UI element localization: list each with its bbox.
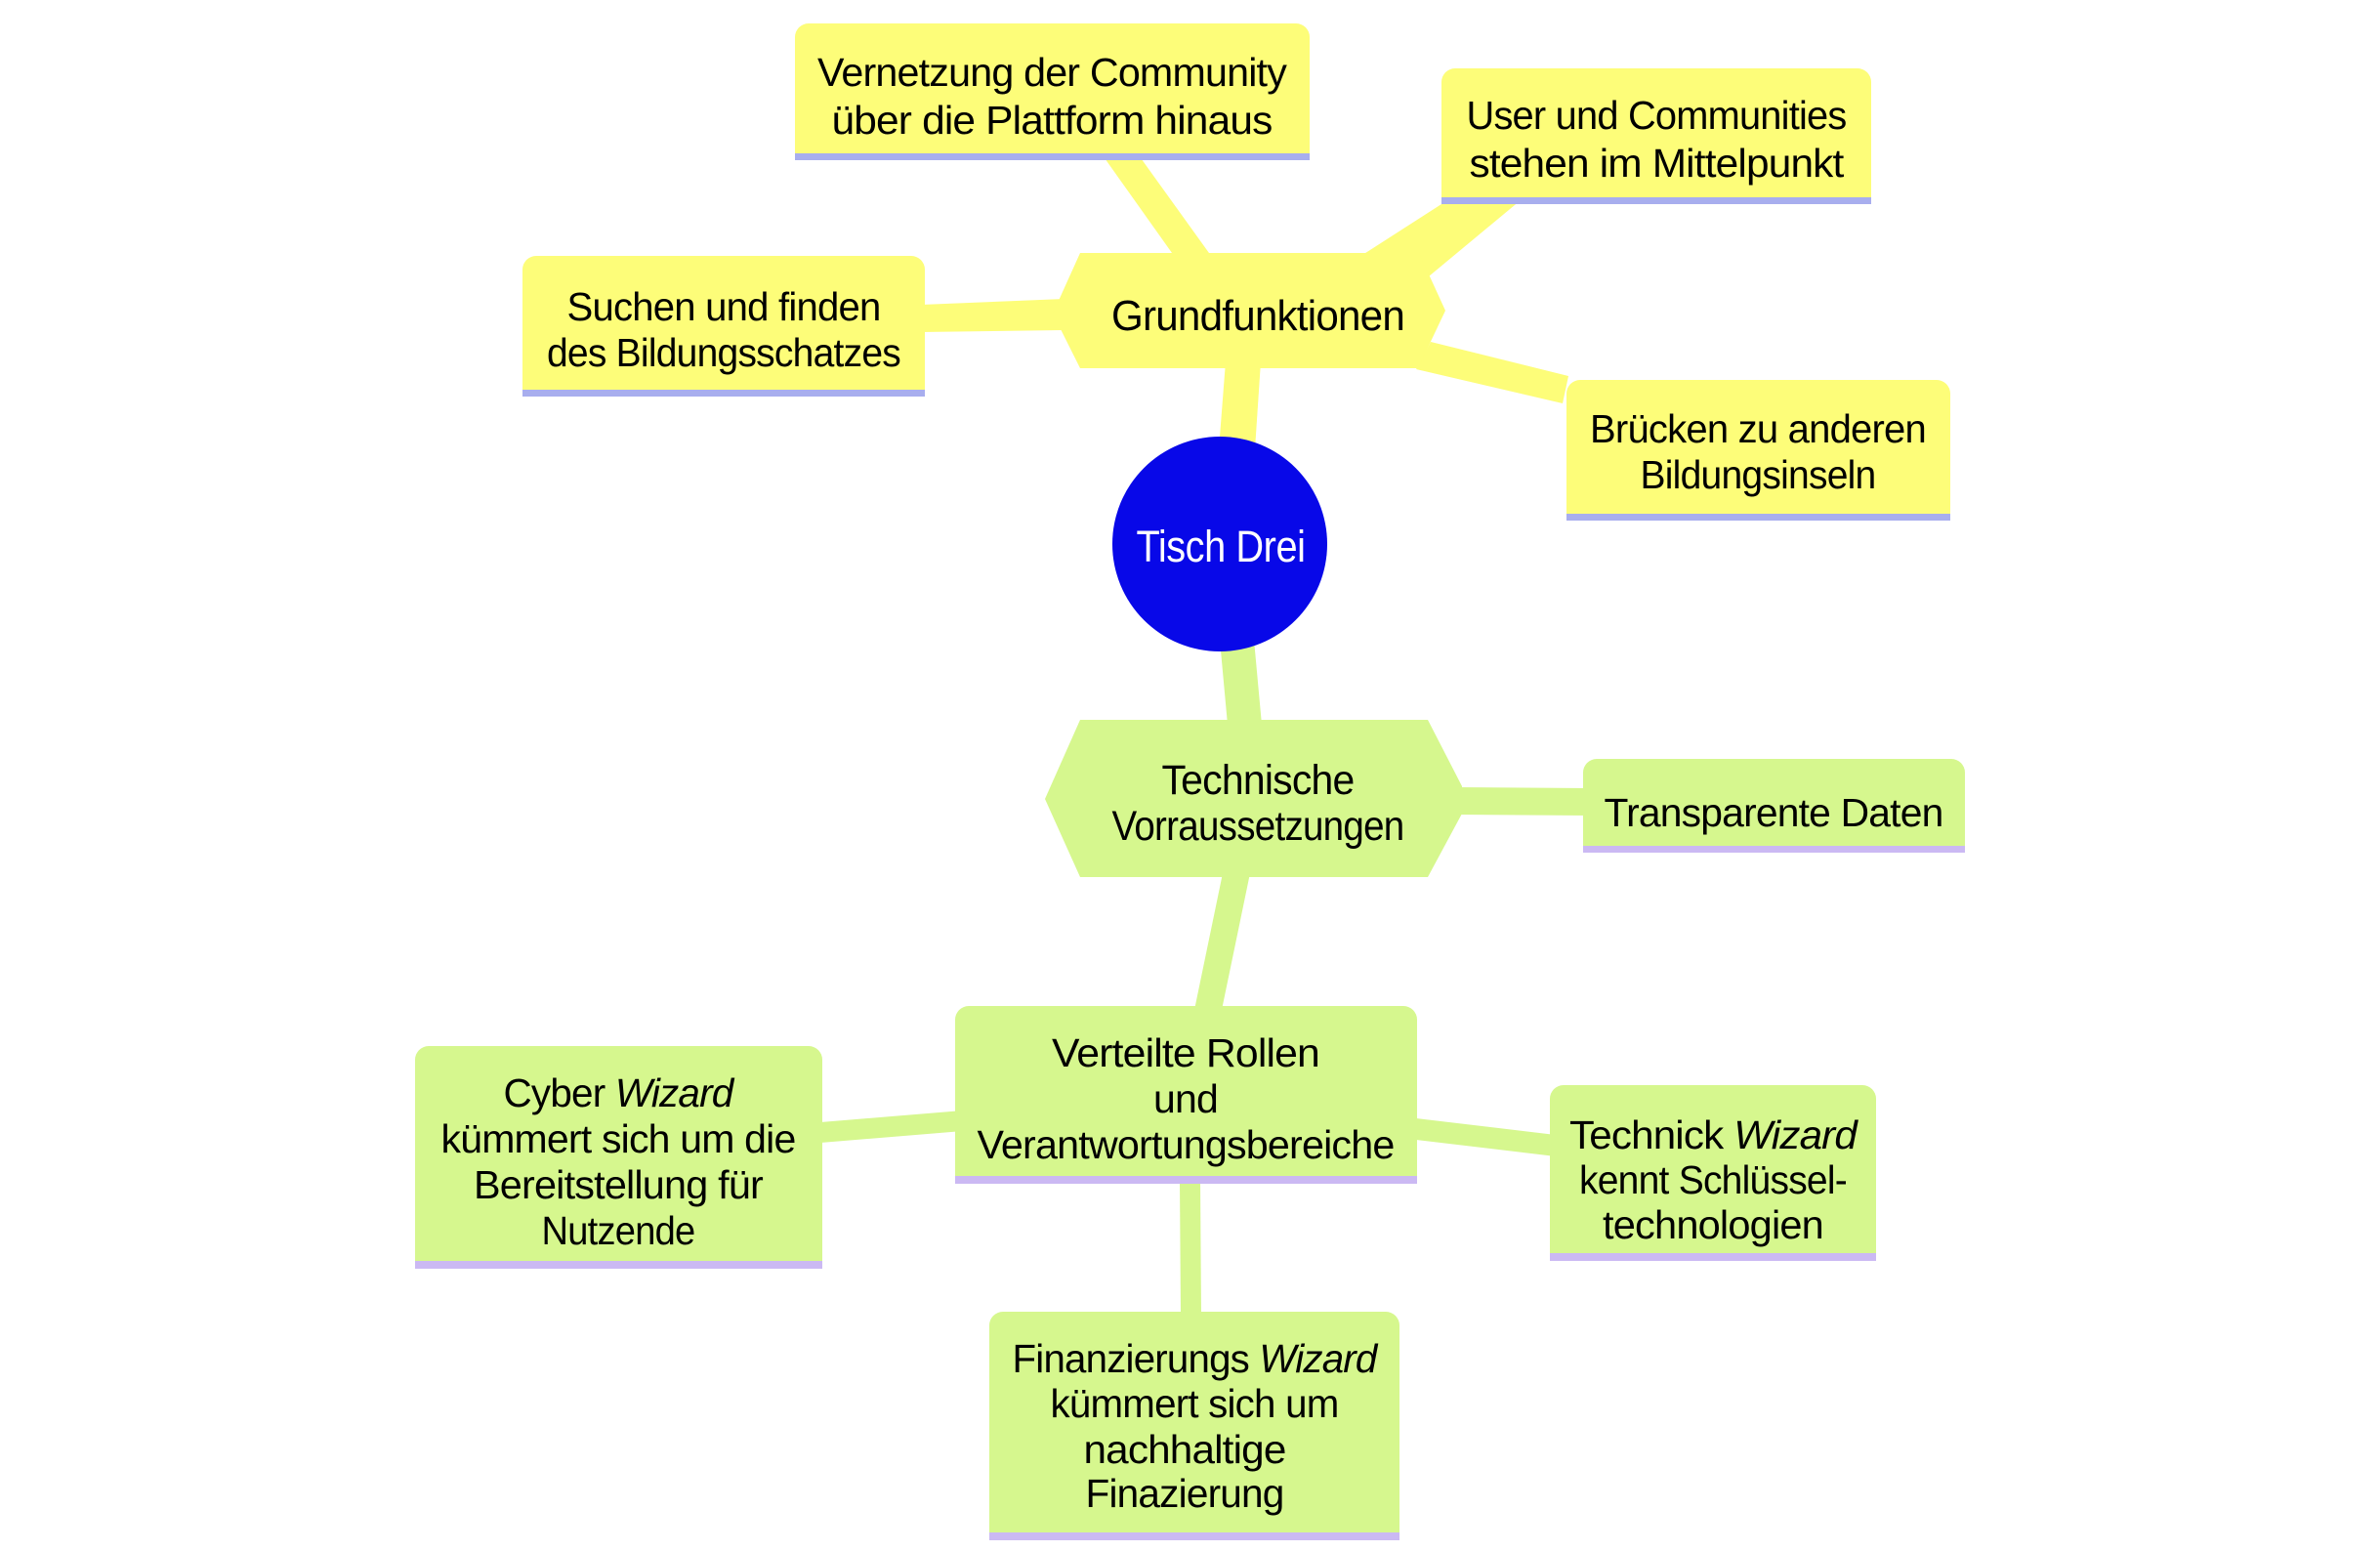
svg-text:Suchen und finden: Suchen und finden xyxy=(567,284,881,329)
svg-text:Vorraussetzungen: Vorraussetzungen xyxy=(1112,803,1404,850)
svg-text:Finazierung: Finazierung xyxy=(1086,1471,1284,1516)
svg-text:nachhaltige: nachhaltige xyxy=(1084,1427,1286,1472)
svg-text:kümmert sich um: kümmert sich um xyxy=(1051,1381,1339,1426)
svg-text:Nutzende: Nutzende xyxy=(542,1208,695,1253)
svg-text:Verteilte Rollen: Verteilte Rollen xyxy=(1052,1030,1319,1075)
svg-text:Grundfunktionen: Grundfunktionen xyxy=(1111,292,1404,340)
svg-text:technologien: technologien xyxy=(1603,1202,1823,1247)
svg-text:Vernetzung der Community: Vernetzung der Community xyxy=(817,50,1287,95)
svg-text:Transparente Daten: Transparente Daten xyxy=(1605,790,1943,835)
svg-text:Cyber Wizard: Cyber Wizard xyxy=(504,1070,735,1115)
svg-text:kennt Schlüssel-: kennt Schlüssel- xyxy=(1579,1157,1847,1202)
svg-text:Tisch Drei: Tisch Drei xyxy=(1137,522,1306,571)
svg-text:User und Communities: User und Communities xyxy=(1467,93,1847,138)
svg-text:Verantwortungsbereiche: Verantwortungsbereiche xyxy=(978,1122,1395,1167)
svg-text:Technick Wizard: Technick Wizard xyxy=(1569,1112,1858,1157)
svg-text:über die Plattform hinaus: über die Plattform hinaus xyxy=(832,98,1273,143)
svg-text:Bereitstellung für: Bereitstellung für xyxy=(474,1162,763,1207)
svg-text:kümmert sich um die: kümmert sich um die xyxy=(441,1116,796,1161)
svg-text:Finanzierungs Wizard: Finanzierungs Wizard xyxy=(1013,1336,1379,1381)
svg-text:Brücken zu anderen: Brücken zu anderen xyxy=(1590,406,1926,451)
svg-text:Bildungsinseln: Bildungsinseln xyxy=(1641,452,1876,497)
svg-text:stehen im Mittelpunkt: stehen im Mittelpunkt xyxy=(1470,141,1845,186)
svg-text:Technische: Technische xyxy=(1162,757,1355,804)
svg-text:des Bildungsschatzes: des Bildungsschatzes xyxy=(547,330,900,375)
svg-text:und: und xyxy=(1153,1076,1218,1121)
